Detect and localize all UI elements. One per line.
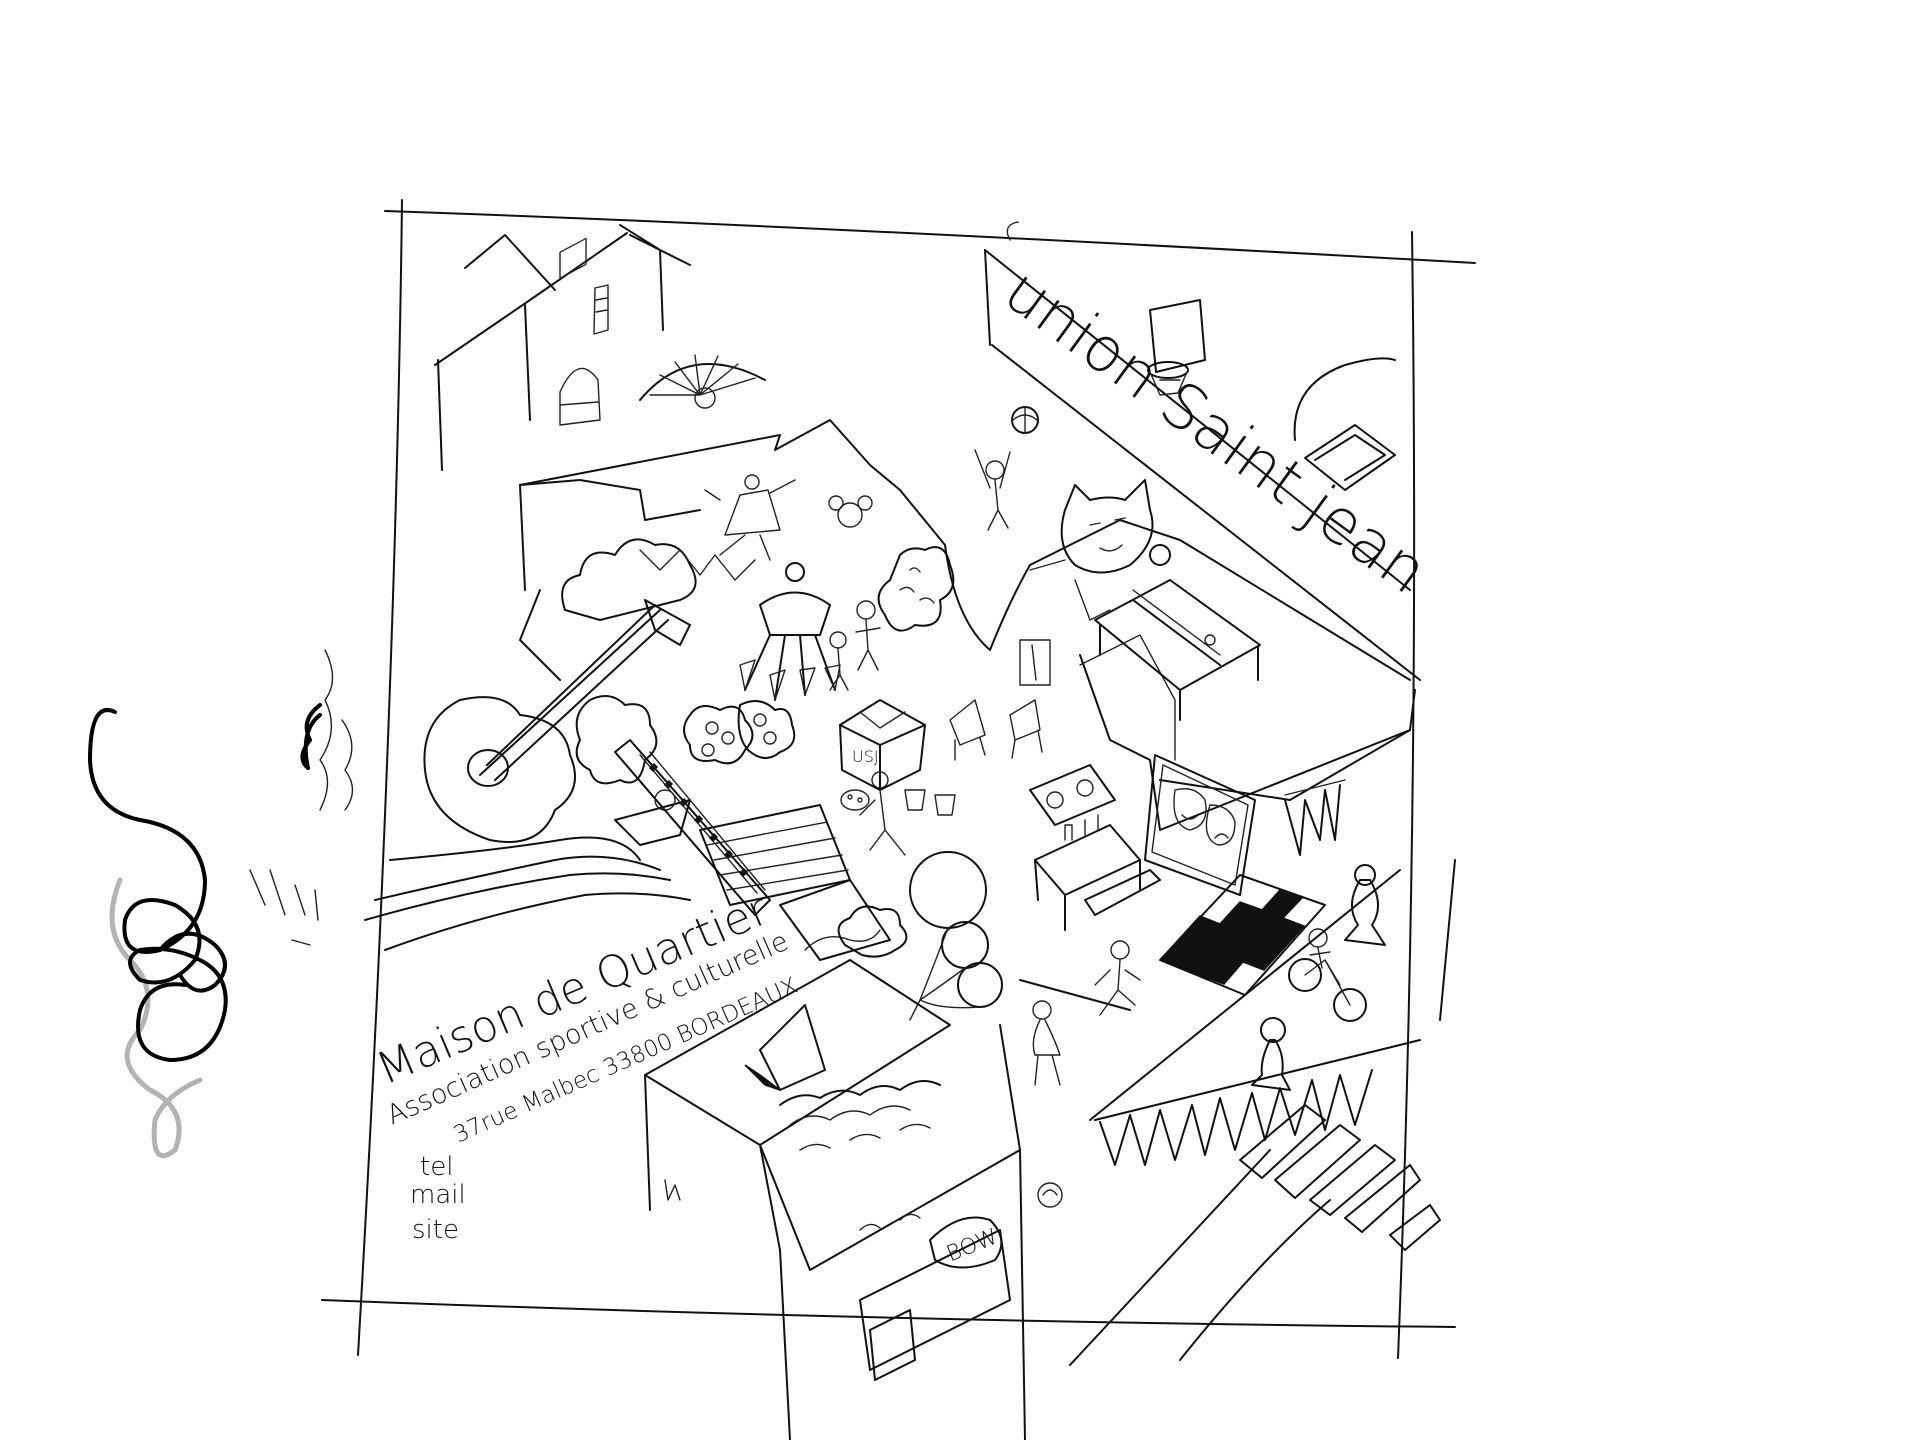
contact-site-text: site — [412, 1215, 459, 1245]
hanging-lamp — [739, 562, 841, 701]
children-figures — [829, 600, 881, 691]
deck-chairs — [949, 699, 1043, 761]
basketball-player — [974, 449, 1011, 531]
paint-supplies — [840, 771, 956, 856]
guitar-icon — [423, 599, 691, 843]
shop-roof-plants — [837, 905, 908, 958]
music-waves — [364, 799, 691, 951]
stairs — [699, 804, 891, 961]
contact-tel-text: tel — [420, 1152, 453, 1182]
courtyard-walls — [519, 419, 1416, 831]
association-sign: Maison de Quartier Association sportive … — [369, 884, 801, 1245]
crosswalk — [1239, 1104, 1441, 1251]
running-figures — [1019, 940, 1141, 1086]
ping-pong-table-icon — [1094, 579, 1261, 721]
street-name-text: union Saint jean — [991, 253, 1441, 608]
basketball-hoop-icon — [1011, 299, 1206, 434]
chess-board-icon — [1158, 864, 1386, 1091]
street-lines — [1069, 859, 1456, 1366]
fan-icon — [639, 354, 766, 409]
ballerina-figure — [704, 474, 796, 561]
keyboard-icon — [614, 739, 771, 916]
squiggle-icon — [88, 649, 354, 1159]
center-title-text: Maison de Quartier — [369, 884, 776, 1095]
contact-mail-text: mail — [410, 1180, 466, 1210]
usj-label: USJ — [852, 747, 879, 766]
balloons-icon — [909, 851, 1003, 1021]
shop-building: BOW — [644, 959, 1063, 1440]
theatre-masks-icon — [1144, 754, 1256, 896]
bicycle-icon — [1288, 928, 1367, 1022]
trees — [561, 538, 955, 785]
mouse-head — [828, 495, 873, 528]
right-building — [1293, 357, 1396, 491]
houses-top-left — [434, 224, 766, 471]
usj-box: USJ — [839, 699, 926, 791]
cat-character — [1029, 479, 1171, 621]
cafe-tables — [1029, 764, 1161, 931]
